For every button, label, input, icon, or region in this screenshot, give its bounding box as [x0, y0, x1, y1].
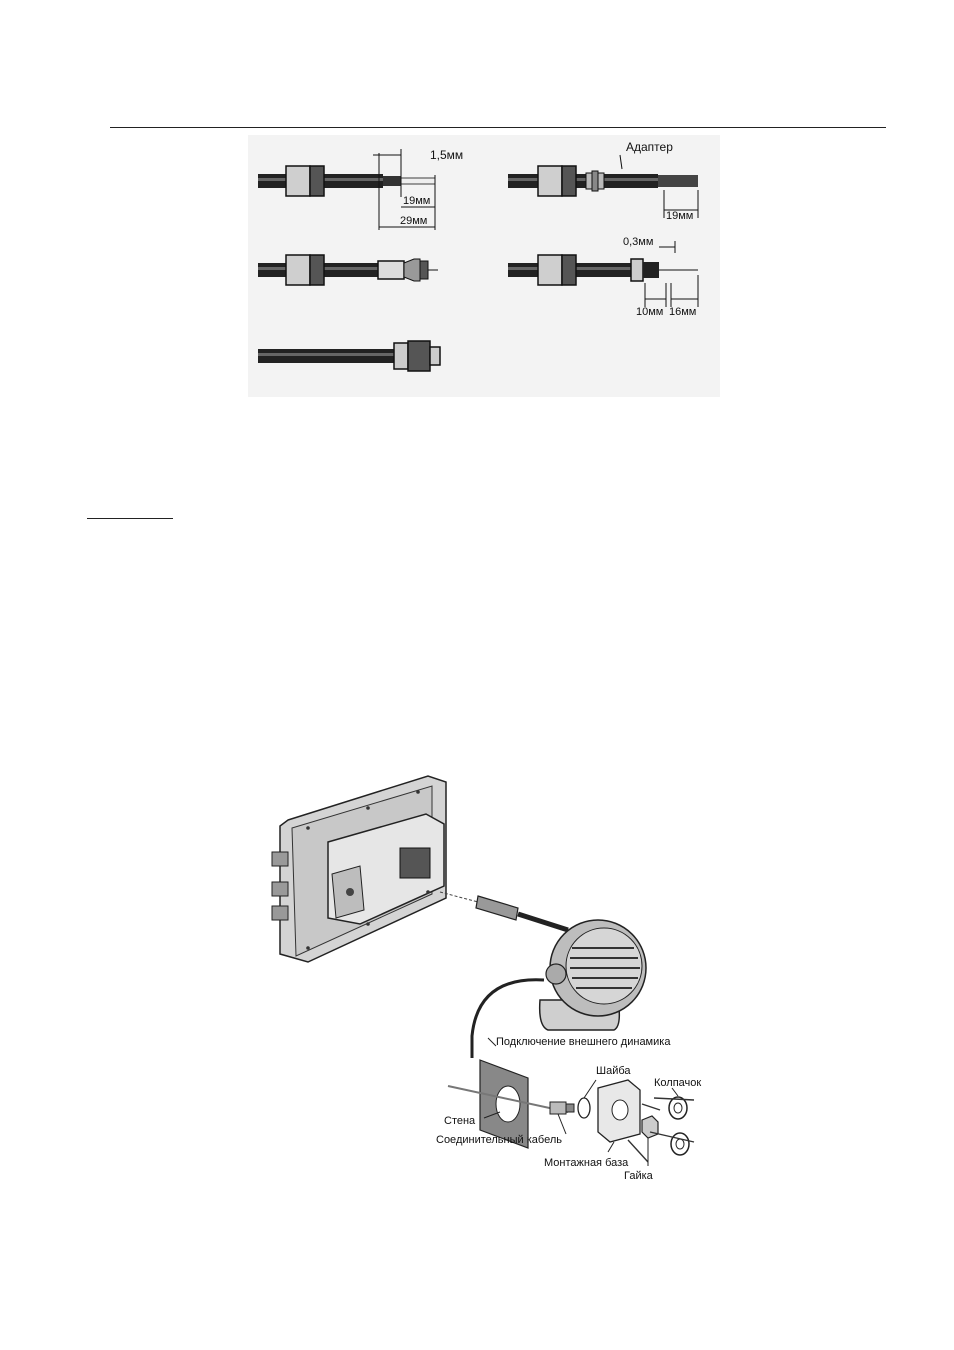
external-speaker — [470, 919, 647, 1058]
connecting-cable — [549, 1101, 575, 1115]
dim-1-5mm: 1,5мм — [430, 148, 463, 162]
screws — [627, 1097, 695, 1163]
step-2-cable — [508, 154, 699, 218]
header-rule — [110, 127, 886, 128]
speaker-connection-figure: Подключение внешнего динамика — [271, 775, 701, 1182]
connector-assembly-figure: 1,5мм 19мм 29мм Адаптер 19мм — [248, 135, 720, 397]
dim-16mm: 16мм — [669, 306, 696, 318]
wall-panel — [479, 1059, 529, 1149]
wall-label: Стена — [444, 1115, 476, 1127]
step-1-cable — [258, 149, 436, 230]
step-5-cable — [258, 340, 441, 372]
cap-label: Колпачок — [654, 1077, 701, 1089]
ext-speaker-label: Подключение внешнего динамика — [496, 1036, 671, 1048]
radio-unit — [271, 775, 447, 963]
adapter-label: Адаптер — [626, 140, 673, 154]
washer-label: Шайба — [596, 1065, 631, 1077]
dim-19mm-step2: 19мм — [666, 210, 693, 222]
step-3-cable — [258, 254, 438, 286]
dim-0-3mm: 0,3мм — [623, 236, 653, 248]
washer-part — [577, 1097, 591, 1119]
mounting-base — [597, 1079, 641, 1143]
base-label: Монтажная база — [544, 1157, 629, 1169]
nut-part — [641, 1115, 659, 1139]
dim-29mm: 29мм — [400, 215, 427, 227]
dim-10mm: 10мм — [636, 306, 663, 318]
cable-label: Соединительный кабель — [436, 1134, 562, 1146]
step-4-cable — [508, 241, 699, 307]
speaker-plug — [439, 891, 569, 933]
section-heading-underline — [87, 518, 173, 519]
nut-label: Гайка — [624, 1170, 654, 1182]
dim-19mm-step1: 19мм — [403, 195, 430, 207]
